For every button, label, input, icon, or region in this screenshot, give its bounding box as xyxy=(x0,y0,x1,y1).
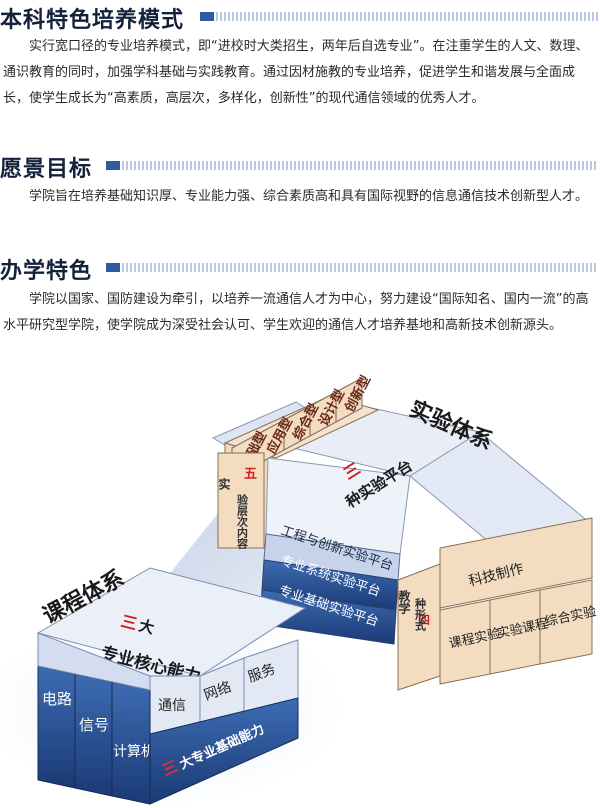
section-title-training-mode: 本科特色培养模式 xyxy=(0,8,185,33)
education-system-diagram: 基础型 应用型 综合型 设计型 创新型 实 五 验层次内容 三 种实验平台 工程… xyxy=(0,373,598,805)
four-types-pre: 教学 xyxy=(397,589,411,615)
cell-circuit xyxy=(37,665,76,789)
four-types-num: 四 xyxy=(418,613,430,627)
cell-comprehensive-exp xyxy=(539,579,593,665)
cell-computer xyxy=(111,681,151,805)
left-cell-signal: 信号 xyxy=(79,716,109,734)
top-cell-communication: 通信 xyxy=(158,698,186,714)
three-prof-num: 三 xyxy=(119,611,139,633)
basic-num: 三 xyxy=(159,757,180,780)
heading-divider xyxy=(106,263,598,272)
left-cube-top xyxy=(36,567,307,677)
vision-text: 学院旨在培养基础知识厚、专业能力强、综合素质高和具有国际视野的信息通信技术创新型… xyxy=(29,189,589,204)
section-title-vision: 愿景目标 xyxy=(0,157,93,182)
five-levels-pre: 实 xyxy=(217,477,231,491)
training-mode-text: 实行宽口径的专业培养模式，即“进校时大类招生，两年后自选专业”。在注重学生的人文… xyxy=(3,39,589,106)
section-title-features: 办学特色 xyxy=(0,259,93,284)
cell-signal xyxy=(74,673,113,797)
five-levels-front xyxy=(217,452,265,549)
sci-prod-face xyxy=(439,517,593,609)
five-levels-rest: 验层次内容 xyxy=(236,493,250,550)
basic-ability-strip xyxy=(149,697,299,805)
left-cell-computer: 计算机 xyxy=(113,744,155,760)
five-levels-num: 五 xyxy=(244,467,257,482)
heading-divider xyxy=(200,12,598,21)
features-text: 学院以国家、国防建设为牵引，以培养一流通信人才为中心，努力建设“国际知名、国内一… xyxy=(3,292,589,333)
left-cell-circuit: 电路 xyxy=(42,690,72,708)
three-prof-rest1: 大 xyxy=(137,616,156,637)
four-types-rest: 种形式 xyxy=(414,597,428,632)
left-face-top xyxy=(37,632,151,691)
heading-divider xyxy=(106,161,598,170)
